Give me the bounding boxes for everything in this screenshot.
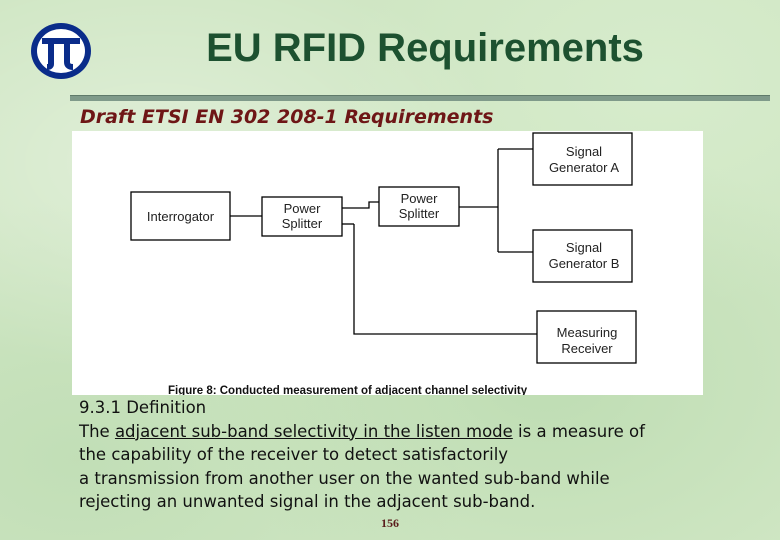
slide-title: EU RFID Requirements (206, 26, 644, 70)
definition-line-2: the capability of the receiver to detect… (79, 445, 509, 464)
definition-line-4: rejecting an unwanted signal in the adja… (79, 492, 536, 511)
link-splitter1-splitter2 (342, 201, 379, 209)
definition-line-1-pre: The (79, 421, 115, 441)
measuring-receiver-box (536, 310, 637, 364)
title-divider (70, 95, 770, 101)
signal-generator-a-box (532, 132, 633, 186)
definition-line-3: a transmission from another user on the … (79, 468, 610, 488)
power-splitter-1-box (261, 196, 343, 237)
measuring-receiver-label-line2: Receiver (561, 341, 613, 356)
definition-heading: 9.3.1 Definition (79, 398, 207, 417)
power-splitter-1-label-line2: Splitter (282, 216, 323, 231)
slide-subtitle: Draft ETSI EN 302 208-1 Requirements (80, 106, 494, 128)
power-splitter-2-label-line2: Splitter (399, 206, 440, 221)
interrogator-box (130, 191, 231, 241)
power-splitter-2-label-line1: Power (401, 191, 439, 206)
pi-logo-icon (28, 20, 94, 82)
block-diagram-figure: Interrogator Power Splitter Power Splitt… (72, 131, 703, 395)
signal-generator-b-box (532, 229, 633, 283)
signal-generator-a-label-line1: Signal (566, 144, 602, 159)
interrogator-label: Interrogator (147, 209, 215, 224)
signal-generator-b-label-line1: Signal (566, 240, 602, 255)
link-to-receiver (353, 224, 537, 335)
power-splitter-1-label-line1: Power (284, 201, 322, 216)
definition-text: 9.3.1 Definition The adjacent sub-band s… (79, 396, 759, 514)
definition-line-1: The adjacent sub-band selectivity in the… (79, 420, 759, 444)
signal-generator-b-label-line2: Generator B (549, 256, 620, 271)
page-number: 156 (381, 516, 399, 530)
figure-caption: Figure 8: Conducted measurement of adjac… (168, 385, 528, 395)
defined-term: adjacent sub-band selectivity in the lis… (114, 421, 513, 441)
signal-generator-a-label-line2: Generator A (549, 160, 619, 175)
definition-line-1-post: is a measure of (512, 421, 645, 441)
power-splitter-2-box (378, 186, 460, 227)
measuring-receiver-label-line1: Measuring (557, 325, 618, 340)
